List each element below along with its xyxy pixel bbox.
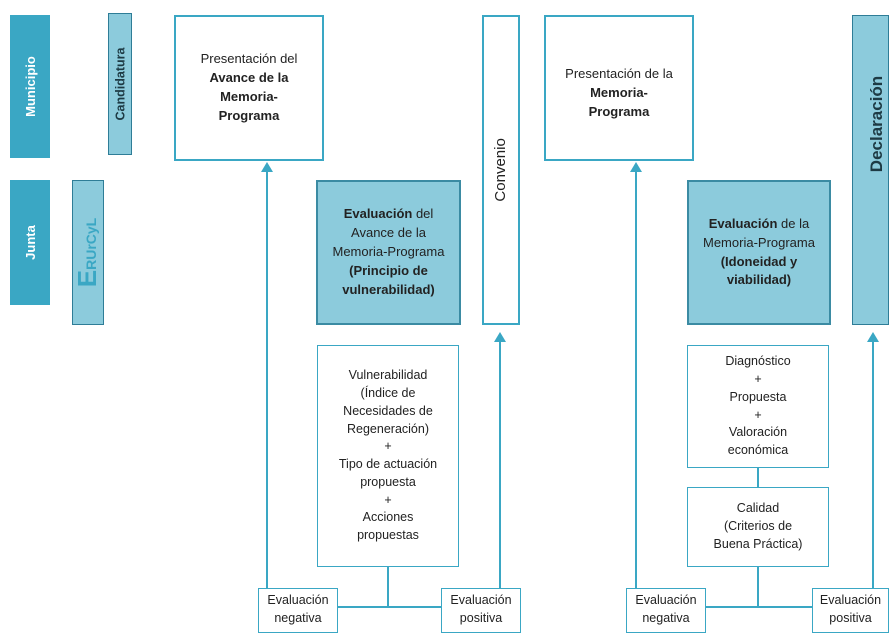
evaluacion-avance-bold1: Evaluación <box>343 206 413 222</box>
candidatura-tab: Candidatura <box>108 13 132 155</box>
positiva-2-line1: Evaluación <box>819 593 882 607</box>
presentacion-avance-text: Presentación del Avance de la Memoria-Pr… <box>194 50 304 125</box>
criterio-avance-10: propuestas <box>357 528 419 542</box>
negativa-2-line2: negativa <box>642 611 690 626</box>
convenio-box: Convenio <box>482 15 520 325</box>
criterio-memoria-3: Propuesta <box>729 389 787 404</box>
presentacion-avance-box: Presentación del Avance de la Memoria-Pr… <box>174 15 324 161</box>
declaracion-tab: Declaración <box>852 15 889 325</box>
criterio-avance-2: (Índice de <box>360 386 416 400</box>
row-label-junta: Junta <box>10 180 50 305</box>
calidad-line3: Buena Práctica) <box>713 536 803 551</box>
presentacion-memoria-pre: Presentación de la <box>565 66 673 81</box>
evaluacion-memoria-bold2: (Idoneidad y viabilidad) <box>720 253 798 288</box>
erurcyl-logo-letter: E <box>72 269 103 288</box>
evaluacion-negativa-1: Evaluación negativa <box>258 588 338 633</box>
evaluacion-avance-mid: del Avance de la Memoria-Programa <box>332 206 445 260</box>
criterio-avance-3: Necesidades de <box>343 403 433 418</box>
presentacion-memoria-box: Presentación de la Memoria-Programa <box>544 15 694 161</box>
connector-calidad-down <box>757 567 759 607</box>
evaluacion-memoria-mid: de la Memoria-Programa <box>703 215 815 250</box>
convenio-text: Convenio <box>492 138 510 202</box>
connector-criterios-1-down <box>387 567 389 607</box>
evaluacion-positiva-2: Evaluación positiva <box>812 588 889 633</box>
negativa-1-line1: Evaluación <box>267 593 329 607</box>
criterio-memoria-4: + <box>754 407 762 422</box>
criterio-avance-8: + <box>384 492 392 507</box>
presentacion-memoria-bold: Memoria-Programa <box>588 84 650 119</box>
evaluacion-memoria-box: Evaluación de la Memoria-Programa (Idone… <box>687 180 831 325</box>
evaluacion-avance-text: Evaluación del Avance de la Memoria-Prog… <box>324 205 454 299</box>
criterio-avance-4: Regeneración) <box>347 421 429 436</box>
criterios-avance-list: Vulnerabilidad (Índice de Necesidades de… <box>339 367 437 545</box>
connector-bottom-1 <box>266 606 500 608</box>
positiva-1-line2: positiva <box>459 611 503 626</box>
criterio-memoria-1: Diagnóstico <box>725 354 791 369</box>
negativa-2-line1: Evaluación <box>635 593 697 607</box>
criterio-avance-5: + <box>384 439 392 454</box>
calidad-line2: (Criterios de <box>723 519 793 534</box>
criterio-avance-1: Vulnerabilidad <box>348 368 428 383</box>
evaluacion-memoria-text: Evaluación de la Memoria-Programa (Idone… <box>695 215 823 290</box>
erurcyl-logo: ERUrCyL <box>72 180 104 325</box>
row-label-municipio-text: Municipio <box>22 56 38 117</box>
evaluacion-negativa-2: Evaluación negativa <box>626 588 706 633</box>
erurcyl-logo-text: ERUrCyL <box>73 218 104 287</box>
presentacion-avance-bold: Avance de la Memoria-Programa <box>209 70 289 123</box>
negativa-1-line2: negativa <box>274 611 322 626</box>
declaracion-text: Declaración <box>867 75 887 173</box>
row-label-junta-text: Junta <box>22 225 38 260</box>
arrow-head-convenio <box>494 332 506 342</box>
criterio-avance-9: Acciones <box>362 510 414 525</box>
connector-positiva-1-up <box>499 340 501 608</box>
positiva-2-line2: positiva <box>829 611 872 626</box>
positiva-1-line1: Evaluación <box>450 593 512 607</box>
criterios-memoria-list: Diagnóstico + Propuesta + Valoración eco… <box>725 353 790 460</box>
evaluacion-memoria-bold1: Evaluación <box>708 215 778 231</box>
calidad-box: Calidad (Criterios de Buena Práctica) <box>687 487 829 567</box>
presentacion-memoria-text: Presentación de la Memoria-Programa <box>562 65 677 122</box>
calidad-line1: Calidad <box>736 501 780 516</box>
arrow-head-presentacion-2 <box>630 162 642 172</box>
criterio-avance-6: Tipo de actuación <box>338 457 438 471</box>
criterio-memoria-6: económica <box>727 443 789 457</box>
calidad-list: Calidad (Criterios de Buena Práctica) <box>714 500 803 553</box>
evaluacion-positiva-1: Evaluación positiva <box>441 588 521 633</box>
candidatura-text: Candidatura <box>113 47 127 121</box>
arrow-head-presentacion-1 <box>261 162 273 172</box>
evaluacion-avance-bold2: (Principio de vulnerabilidad) <box>342 262 435 297</box>
connector-negativa-1-up <box>266 170 268 590</box>
connector-negativa-2-up <box>635 170 637 590</box>
arrow-head-declaracion <box>867 332 879 342</box>
criterios-memoria-box: Diagnóstico + Propuesta + Valoración eco… <box>687 345 829 468</box>
row-label-municipio: Municipio <box>10 15 50 158</box>
connector-bottom-2 <box>635 606 873 608</box>
erurcyl-logo-word: RUrCyL <box>83 217 100 270</box>
connector-positiva-2-up <box>872 340 874 608</box>
presentacion-avance-pre: Presentación del <box>200 51 298 67</box>
criterio-memoria-5: Valoración <box>728 425 788 440</box>
criterios-avance-box: Vulnerabilidad (Índice de Necesidades de… <box>317 345 459 567</box>
evaluacion-avance-box: Evaluación del Avance de la Memoria-Prog… <box>316 180 461 325</box>
criterio-memoria-2: + <box>754 372 762 386</box>
criterio-avance-7: propuesta <box>360 474 416 489</box>
connector-criterios-calidad <box>757 468 759 487</box>
